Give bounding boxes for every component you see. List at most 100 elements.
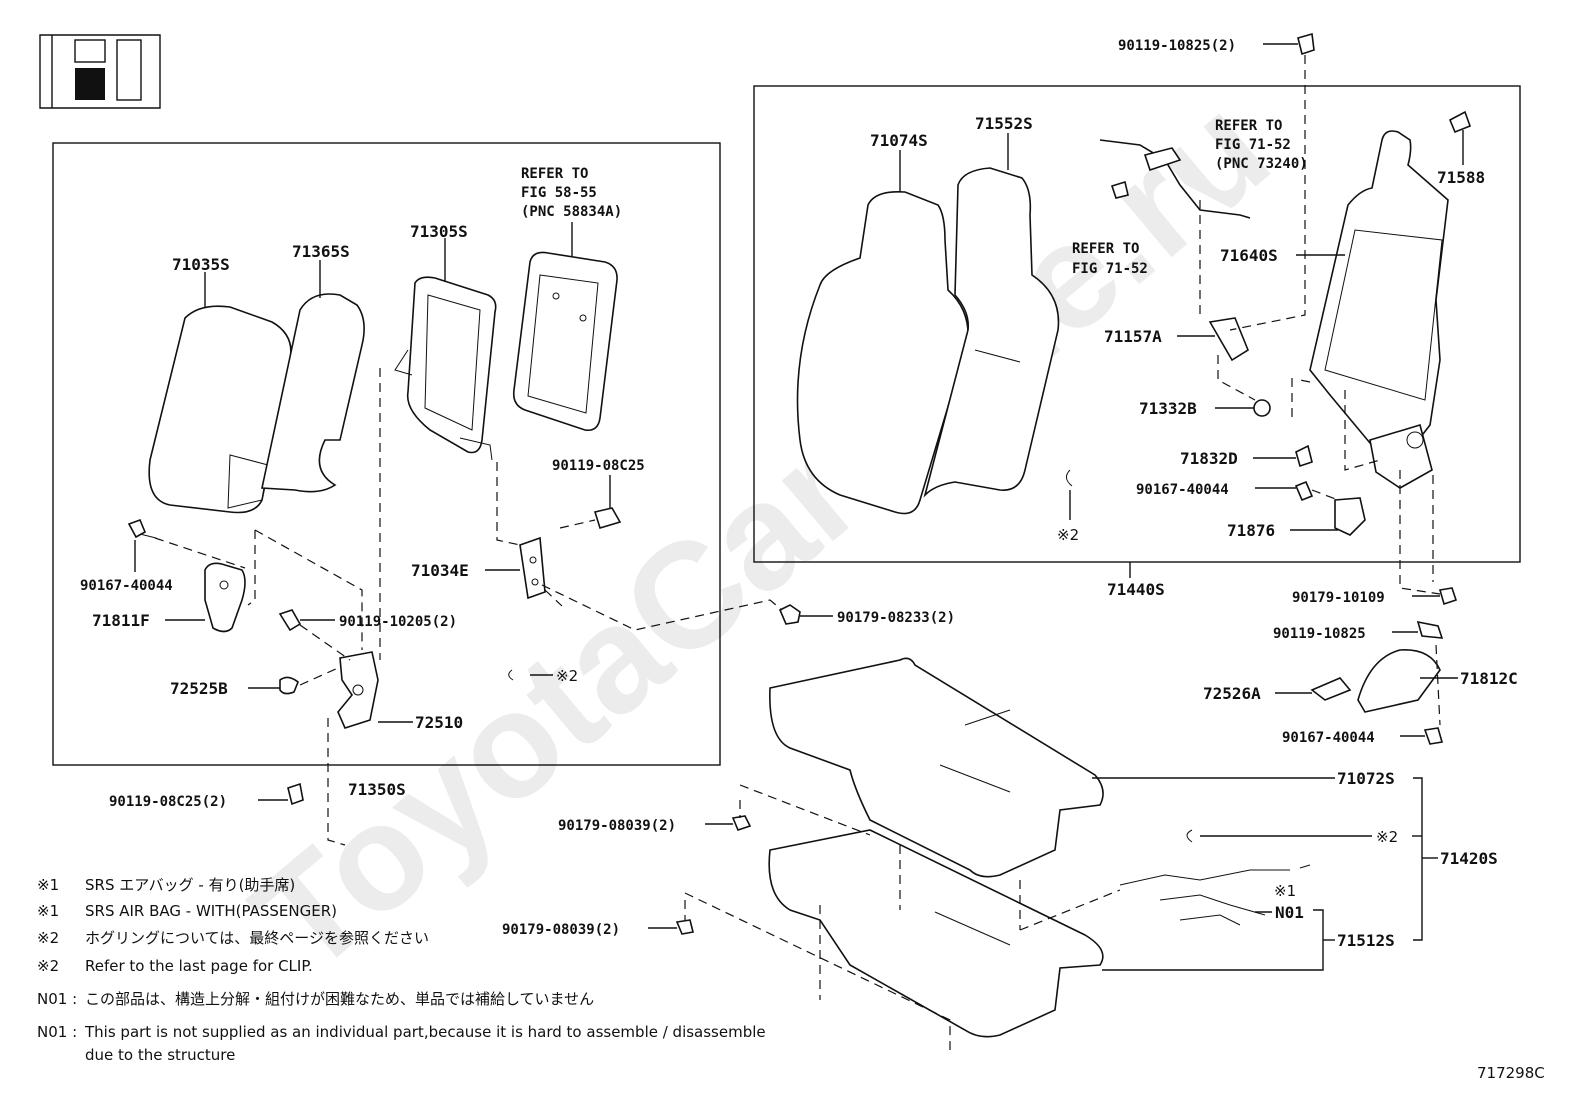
part-90119-08C25: 90119-08C25 xyxy=(552,458,645,474)
part-90119-10825-2: 90119-10825(2) xyxy=(1118,38,1236,54)
cap-71332B xyxy=(1253,399,1271,417)
part-71332B: 71332B xyxy=(1139,399,1197,418)
note-mark: N01 : xyxy=(37,1023,77,1041)
note-text: SRS エアバッグ - 有り(助手席) xyxy=(85,876,295,894)
ref-line: (PNC 73240) xyxy=(1215,156,1308,172)
ref-fig-71-52: REFER TO FIG 71-52 xyxy=(1072,241,1148,277)
part-90167-40044-b: 90167-40044 xyxy=(1136,482,1229,498)
hinge-cover-71811F xyxy=(204,562,246,633)
ref-fig-58-55: REFER TO FIG 58-55 (PNC 58834A) xyxy=(521,166,622,220)
note-mark: N01 : xyxy=(37,990,77,1008)
nut-90179-08039-b xyxy=(675,919,694,935)
footnotes: ※1 SRS エアバッグ - 有り(助手席) ※1 SRS AIR BAG - … xyxy=(37,876,766,1064)
note-text: ホグリングについては、最終ページを参照ください xyxy=(85,929,429,947)
clip-mark-right: ※2 xyxy=(1057,526,1079,544)
part-71350S: 71350S xyxy=(348,780,406,799)
part-90167-40044-c: 90167-40044 xyxy=(1282,730,1375,746)
part-90119-08C25-2: 90119-08C25(2) xyxy=(109,794,227,810)
part-71512S: 71512S xyxy=(1337,931,1395,950)
part-72526A: 72526A xyxy=(1203,684,1261,703)
seatback-frame-71305S xyxy=(394,276,497,461)
part-71440S: 71440S xyxy=(1107,580,1165,599)
left-seatback-group-box xyxy=(52,142,721,766)
nut-90179-10109 xyxy=(1438,587,1458,606)
part-71552S: 71552S xyxy=(975,114,1033,133)
note-text: この部品は、構造上分解・組付けが困難なため、単品では補給していません xyxy=(85,990,594,1008)
part-90179-08039-a: 90179-08039(2) xyxy=(558,818,676,834)
note-text: This part is not supplied as an individu… xyxy=(84,1023,766,1041)
label-71588 xyxy=(1448,110,1472,134)
srs-mark: ※1 xyxy=(1274,882,1296,900)
leader-lines xyxy=(134,43,1464,971)
note-text: due to the structure xyxy=(85,1046,235,1064)
ref-line: REFER TO xyxy=(1215,118,1282,134)
cap-71832D xyxy=(1295,444,1313,468)
hog-ring-clip xyxy=(1186,829,1193,843)
note-text: Refer to the last page for CLIP. xyxy=(85,957,313,975)
ref-line: FIG 58-55 xyxy=(521,185,597,201)
part-90167-40044-a: 90167-40044 xyxy=(80,578,173,594)
part-72525B: 72525B xyxy=(170,679,228,698)
seatback-pad-71365S xyxy=(261,293,365,493)
part-90119-10205: 90119-10205(2) xyxy=(339,614,457,630)
right-seatback-group-box xyxy=(753,85,1521,563)
nut-90179-08233 xyxy=(778,604,801,625)
part-71811F: 71811F xyxy=(92,611,150,630)
note-mark: ※1 xyxy=(37,902,59,920)
clip-mark-left: ※2 xyxy=(556,667,578,685)
note-mark: ※1 xyxy=(37,876,59,894)
diagram-id: 717298C xyxy=(1477,1064,1545,1082)
ref-line: REFER TO xyxy=(1072,241,1139,257)
hinge-cover-71812C xyxy=(1357,649,1441,713)
part-71157A: 71157A xyxy=(1104,327,1162,346)
assembly-dashed-lines xyxy=(154,55,1441,1050)
bolt-90119-08C25-b xyxy=(287,782,304,806)
seat-belt-buckle xyxy=(1099,139,1251,219)
bolt-90167-40044-right xyxy=(1294,480,1314,502)
note-mark: ※2 xyxy=(37,957,59,975)
part-72510: 72510 xyxy=(415,713,463,732)
ref-line: FIG 71-52 xyxy=(1215,137,1291,153)
part-71876: 71876 xyxy=(1227,521,1275,540)
seat-cushion-cover-71072S xyxy=(769,657,1104,878)
part-71640S: 71640S xyxy=(1220,246,1278,265)
ref-fig-71-52-pnc: REFER TO FIG 71-52 (PNC 73240) xyxy=(1215,118,1308,172)
seat-location-icon xyxy=(39,34,161,109)
bracket-71157A xyxy=(1208,317,1249,362)
clip-right xyxy=(1066,469,1073,487)
bolt-90167-40044-left xyxy=(127,518,157,539)
seatback-frame-71640S xyxy=(1309,130,1449,472)
seatback-pad-71552S xyxy=(923,167,1060,498)
clip-mark-cushion: ※2 xyxy=(1376,828,1398,846)
part-90119-10825: 90119-10825 xyxy=(1273,626,1366,642)
part-71305S: 71305S xyxy=(410,222,468,241)
part-71034E: 71034E xyxy=(411,561,469,580)
part-71074S: 71074S xyxy=(870,131,928,150)
part-90179-08039-b: 90179-08039(2) xyxy=(502,922,620,938)
part-N01: N01 xyxy=(1275,903,1304,922)
part-71420S: 71420S xyxy=(1440,849,1498,868)
part-71035S: 71035S xyxy=(172,255,230,274)
ref-line: FIG 71-52 xyxy=(1072,261,1148,277)
note-text: SRS AIR BAG - WITH(PASSENGER) xyxy=(85,902,337,920)
part-71812C: 71812C xyxy=(1460,669,1518,688)
cover-71876 xyxy=(1334,497,1366,536)
part-90179-08233: 90179-08233(2) xyxy=(837,610,955,626)
part-71365S: 71365S xyxy=(292,242,350,261)
bolt-90119-10825-top xyxy=(1297,32,1315,56)
bracket-71034E xyxy=(519,536,546,600)
bushing-refer xyxy=(1110,180,1129,199)
cover-72526A xyxy=(1310,677,1352,701)
ref-line: (PNC 58834A) xyxy=(521,204,622,220)
bolt-90119-10205 xyxy=(278,609,302,632)
clip-left xyxy=(508,669,514,681)
recliner-right xyxy=(1369,423,1433,489)
part-90179-10109: 90179-10109 xyxy=(1292,590,1385,606)
cap-72525B xyxy=(279,676,299,695)
nut-90179-08039-a xyxy=(731,815,752,831)
bolt-90167-40044-c xyxy=(1423,727,1444,745)
bolt-90119-08C25-a xyxy=(593,507,622,529)
part-71588: 71588 xyxy=(1437,168,1485,187)
